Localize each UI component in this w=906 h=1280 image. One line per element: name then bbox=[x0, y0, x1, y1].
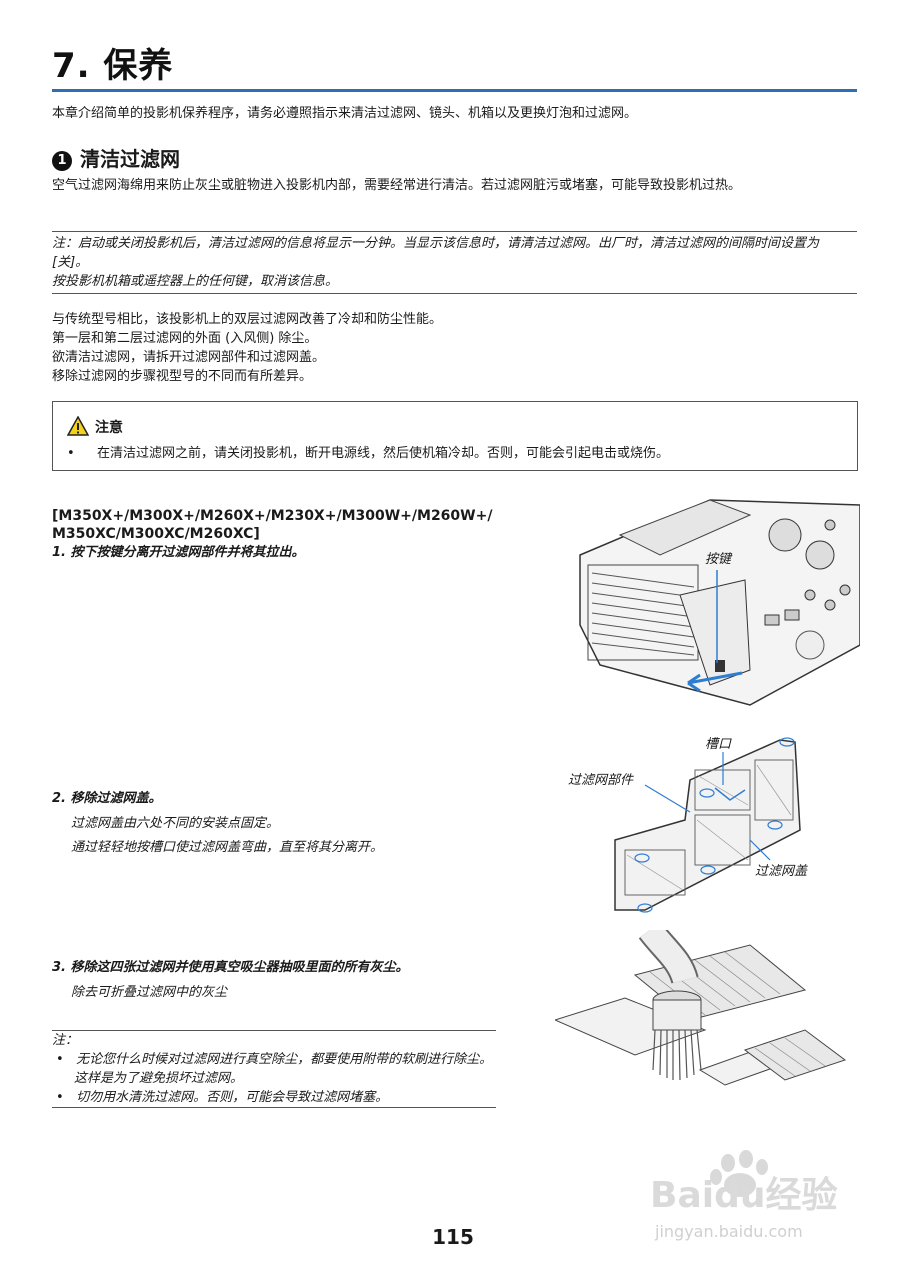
note-2-title: 注： bbox=[52, 1033, 79, 1048]
caution-text: 在清洁过滤网之前，请关闭投影机，断开电源线，然后使机箱冷却。否则，可能会引起电击… bbox=[97, 446, 670, 461]
filter-unit-illustration: 槽口 过滤网部件 过滤网盖 bbox=[568, 737, 808, 913]
note-line-1: 注：启动或关闭投影机后，清洁过滤网的信息将显示一分钟。当显示该信息时，请清洁过滤… bbox=[52, 236, 820, 270]
info-line: 与传统型号相比，该投影机上的双层过滤网改善了冷却和防尘性能。 bbox=[52, 312, 443, 327]
label-button: 按键 bbox=[705, 552, 733, 567]
info-line: 欲清洁过滤网，请拆开过滤网部件和过滤网盖。 bbox=[52, 350, 326, 365]
note-2-item-text: 切勿用水清洗过滤网。否则，可能会导致过滤网堵塞。 bbox=[76, 1090, 389, 1105]
watermark-url: jingyan.baidu.com bbox=[654, 1222, 803, 1241]
watermark-brand: Baidu经验 bbox=[650, 1175, 837, 1216]
intro-paragraph: 本章介绍简单的投影机保养程序，请务必遵照指示来清洁过滤网、镜头、机箱以及更换灯泡… bbox=[52, 106, 638, 121]
step-2: 2. 移除过滤网盖。 bbox=[52, 791, 162, 806]
info-lines: 与传统型号相比，该投影机上的双层过滤网改善了冷却和防尘性能。 第一层和第二层过滤… bbox=[52, 310, 857, 386]
note-box: 注：启动或关闭投影机后，清洁过滤网的信息将显示一分钟。当显示该信息时，请清洁过滤… bbox=[52, 231, 857, 294]
note-line-2: 按投影机机箱或遥控器上的任何键，取消该信息。 bbox=[52, 274, 339, 289]
projector-illustration: 按键 bbox=[579, 499, 860, 706]
caution-heading: 注意 bbox=[66, 415, 123, 438]
chapter-title: 7. 保养 bbox=[52, 46, 174, 86]
caution-item: • 在清洁过滤网之前，请关闭投影机，断开电源线，然后使机箱冷却。否则，可能会引起电… bbox=[67, 444, 827, 463]
caution-title: 注意 bbox=[95, 420, 123, 436]
note-2-item: • 切勿用水清洗过滤网。否则，可能会导致过滤网堵塞。 bbox=[56, 1090, 389, 1105]
note-2-top-rule bbox=[52, 1030, 496, 1031]
step-2-detail-1: 过滤网盖由六处不同的安装点固定。 bbox=[71, 816, 280, 831]
vacuum-cleaning-illustration bbox=[555, 930, 847, 1086]
section-heading: 1 清洁过滤网 bbox=[52, 146, 180, 172]
step-3-detail: 除去可折叠过滤网中的灰尘 bbox=[71, 985, 228, 1000]
warning-icon bbox=[66, 415, 90, 436]
step-2-details: 过滤网盖由六处不同的安装点固定。 通过轻轻地按槽口使过滤网盖弯曲，直至将其分离开… bbox=[71, 812, 383, 860]
step-1: 1. 按下按键分离开过滤网部件并将其拉出。 bbox=[52, 545, 305, 560]
section-paragraph: 空气过滤网海绵用来防止灰尘或脏物进入投影机内部，需要经常进行清洁。若过滤网脏污或… bbox=[52, 178, 742, 193]
model-list: [M350X+/M300X+/M260X+/M230X+/M300W+/M260… bbox=[52, 507, 522, 543]
note-2: 注： • 无论您什么时候对过滤网进行真空除尘，都要使用附带的软刷进行除尘。这样是… bbox=[52, 1030, 496, 1108]
watermark-paw-icon: Baidu经验 jingyan.baidu.com bbox=[650, 1150, 837, 1241]
label-filter-unit: 过滤网部件 bbox=[568, 773, 634, 788]
note-2-item: • 无论您什么时候对过滤网进行真空除尘，都要使用附带的软刷进行除尘。这样是为了避… bbox=[56, 1052, 493, 1086]
baidu-watermark: Baidu经验 jingyan.baidu.com bbox=[640, 1145, 880, 1245]
section-number-badge: 1 bbox=[52, 151, 72, 171]
step-3: 3. 移除这四张过滤网并使用真空吸尘器抽吸里面的所有灰尘。 bbox=[52, 960, 409, 975]
model-line-1: [M350X+/M300X+/M260X+/M230X+/M300W+/M260… bbox=[52, 508, 493, 524]
note-2-item-text: 无论您什么时候对过滤网进行真空除尘，都要使用附带的软刷进行除尘。这样是为了避免损… bbox=[74, 1052, 493, 1086]
section-heading-text: 清洁过滤网 bbox=[80, 147, 180, 171]
label-slot: 槽口 bbox=[705, 737, 732, 752]
step-2-detail-2: 通过轻轻地按槽口使过滤网盖弯曲，直至将其分离开。 bbox=[71, 840, 384, 855]
label-filter-cover: 过滤网盖 bbox=[755, 864, 808, 879]
note-2-bottom-rule bbox=[52, 1107, 496, 1108]
bullet: • bbox=[67, 446, 75, 461]
info-line: 移除过滤网的步骤视型号的不同而有所差异。 bbox=[52, 369, 313, 384]
page-number: 115 bbox=[432, 1225, 474, 1249]
caution-box: 注意 • 在清洁过滤网之前，请关闭投影机，断开电源线，然后使机箱冷却。否则，可能会… bbox=[52, 401, 858, 471]
model-line-2: M350XC/M300XC/M260XC] bbox=[52, 526, 260, 542]
title-rule bbox=[52, 89, 857, 92]
info-line: 第一层和第二层过滤网的外面 (入风侧) 除尘。 bbox=[52, 331, 318, 346]
